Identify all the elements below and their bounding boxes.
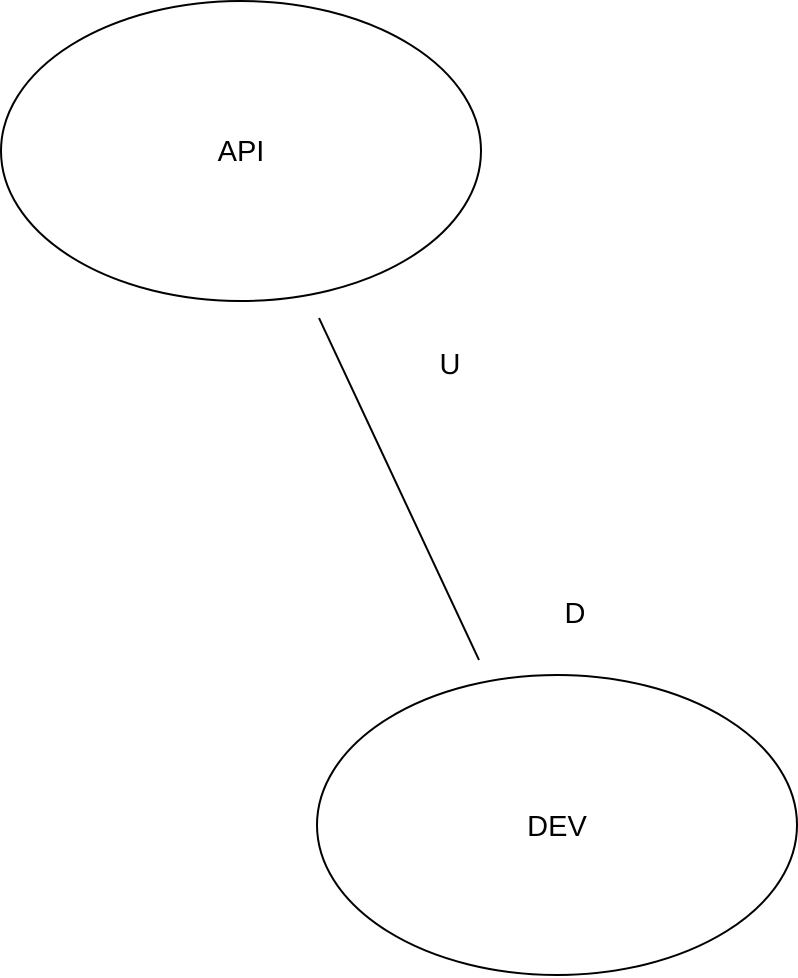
node-dev[interactable]: DEV — [316, 674, 798, 976]
edge-source-label: U — [440, 349, 461, 381]
node-dev-shape — [316, 674, 798, 976]
node-api[interactable]: API — [0, 0, 482, 302]
node-dev-label: DEV — [527, 811, 587, 843]
node-api-label: API — [218, 136, 265, 168]
node-api-shape — [0, 0, 482, 302]
edge-api-dev[interactable] — [318, 317, 480, 661]
edge-target-label: D — [565, 598, 586, 630]
